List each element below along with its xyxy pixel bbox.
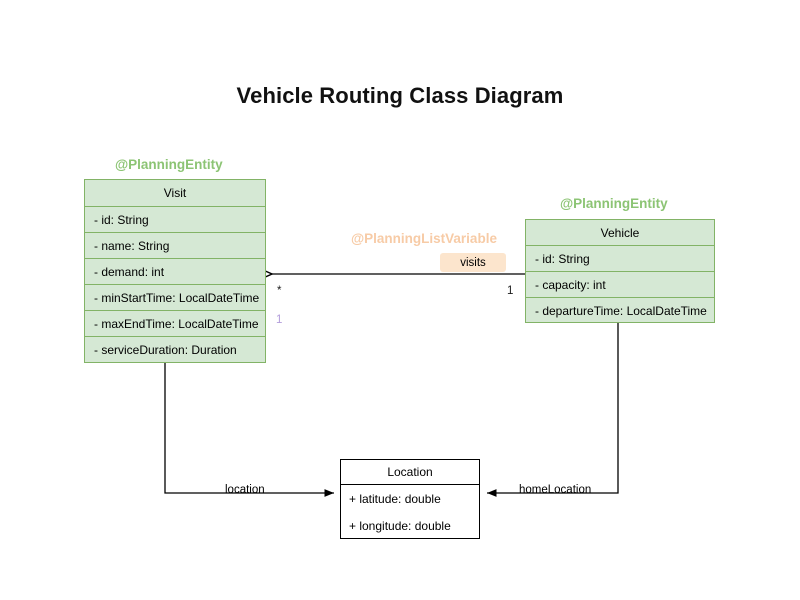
- class-attribute: - departureTime: LocalDateTime: [535, 304, 707, 318]
- edge-vehicle-homelocation: [487, 323, 619, 497]
- class-attribute: - demand: int: [85, 259, 265, 285]
- class-name-vehicle: Vehicle: [526, 220, 714, 246]
- multiplicity-vehicle-one: 1: [507, 285, 514, 297]
- class-attribute: - name: String: [85, 233, 265, 259]
- class-box-visit[interactable]: Visit - id: String - name: String - dema…: [84, 179, 266, 363]
- stereotype-planning-list-variable: @PlanningListVariable: [351, 231, 497, 246]
- class-attribute: - id: String: [85, 207, 265, 233]
- edge-visit-location: [164, 363, 334, 497]
- class-attribute: - capacity: int: [526, 272, 714, 298]
- class-box-location[interactable]: Location + latitude: double + longitude:…: [340, 459, 480, 539]
- multiplicity-visit-many: *: [277, 285, 282, 297]
- class-attribute: - minStartTime: LocalDateTime: [85, 285, 265, 311]
- class-name-location: Location: [341, 460, 479, 485]
- edge-label-location: location: [225, 484, 265, 496]
- stereotype-visit: @PlanningEntity: [115, 157, 223, 172]
- class-attribute: - serviceDuration: Duration: [94, 343, 237, 357]
- page-title: Vehicle Routing Class Diagram: [236, 83, 564, 108]
- edge-label-homelocation: homeLocation: [519, 484, 592, 496]
- class-box-vehicle[interactable]: Vehicle - id: String - capacity: int - d…: [525, 219, 715, 323]
- class-attribute: + latitude: double: [349, 491, 441, 506]
- class-attribute: - id: String: [526, 246, 714, 272]
- class-attribute: + longitude: double: [349, 518, 451, 533]
- class-name-visit: Visit: [85, 180, 265, 207]
- edge-label-visits: visits: [440, 253, 506, 272]
- class-attribute: - maxEndTime: LocalDateTime: [85, 311, 265, 337]
- multiplicity-visit-one: 1: [276, 314, 283, 326]
- stereotype-vehicle: @PlanningEntity: [560, 196, 668, 211]
